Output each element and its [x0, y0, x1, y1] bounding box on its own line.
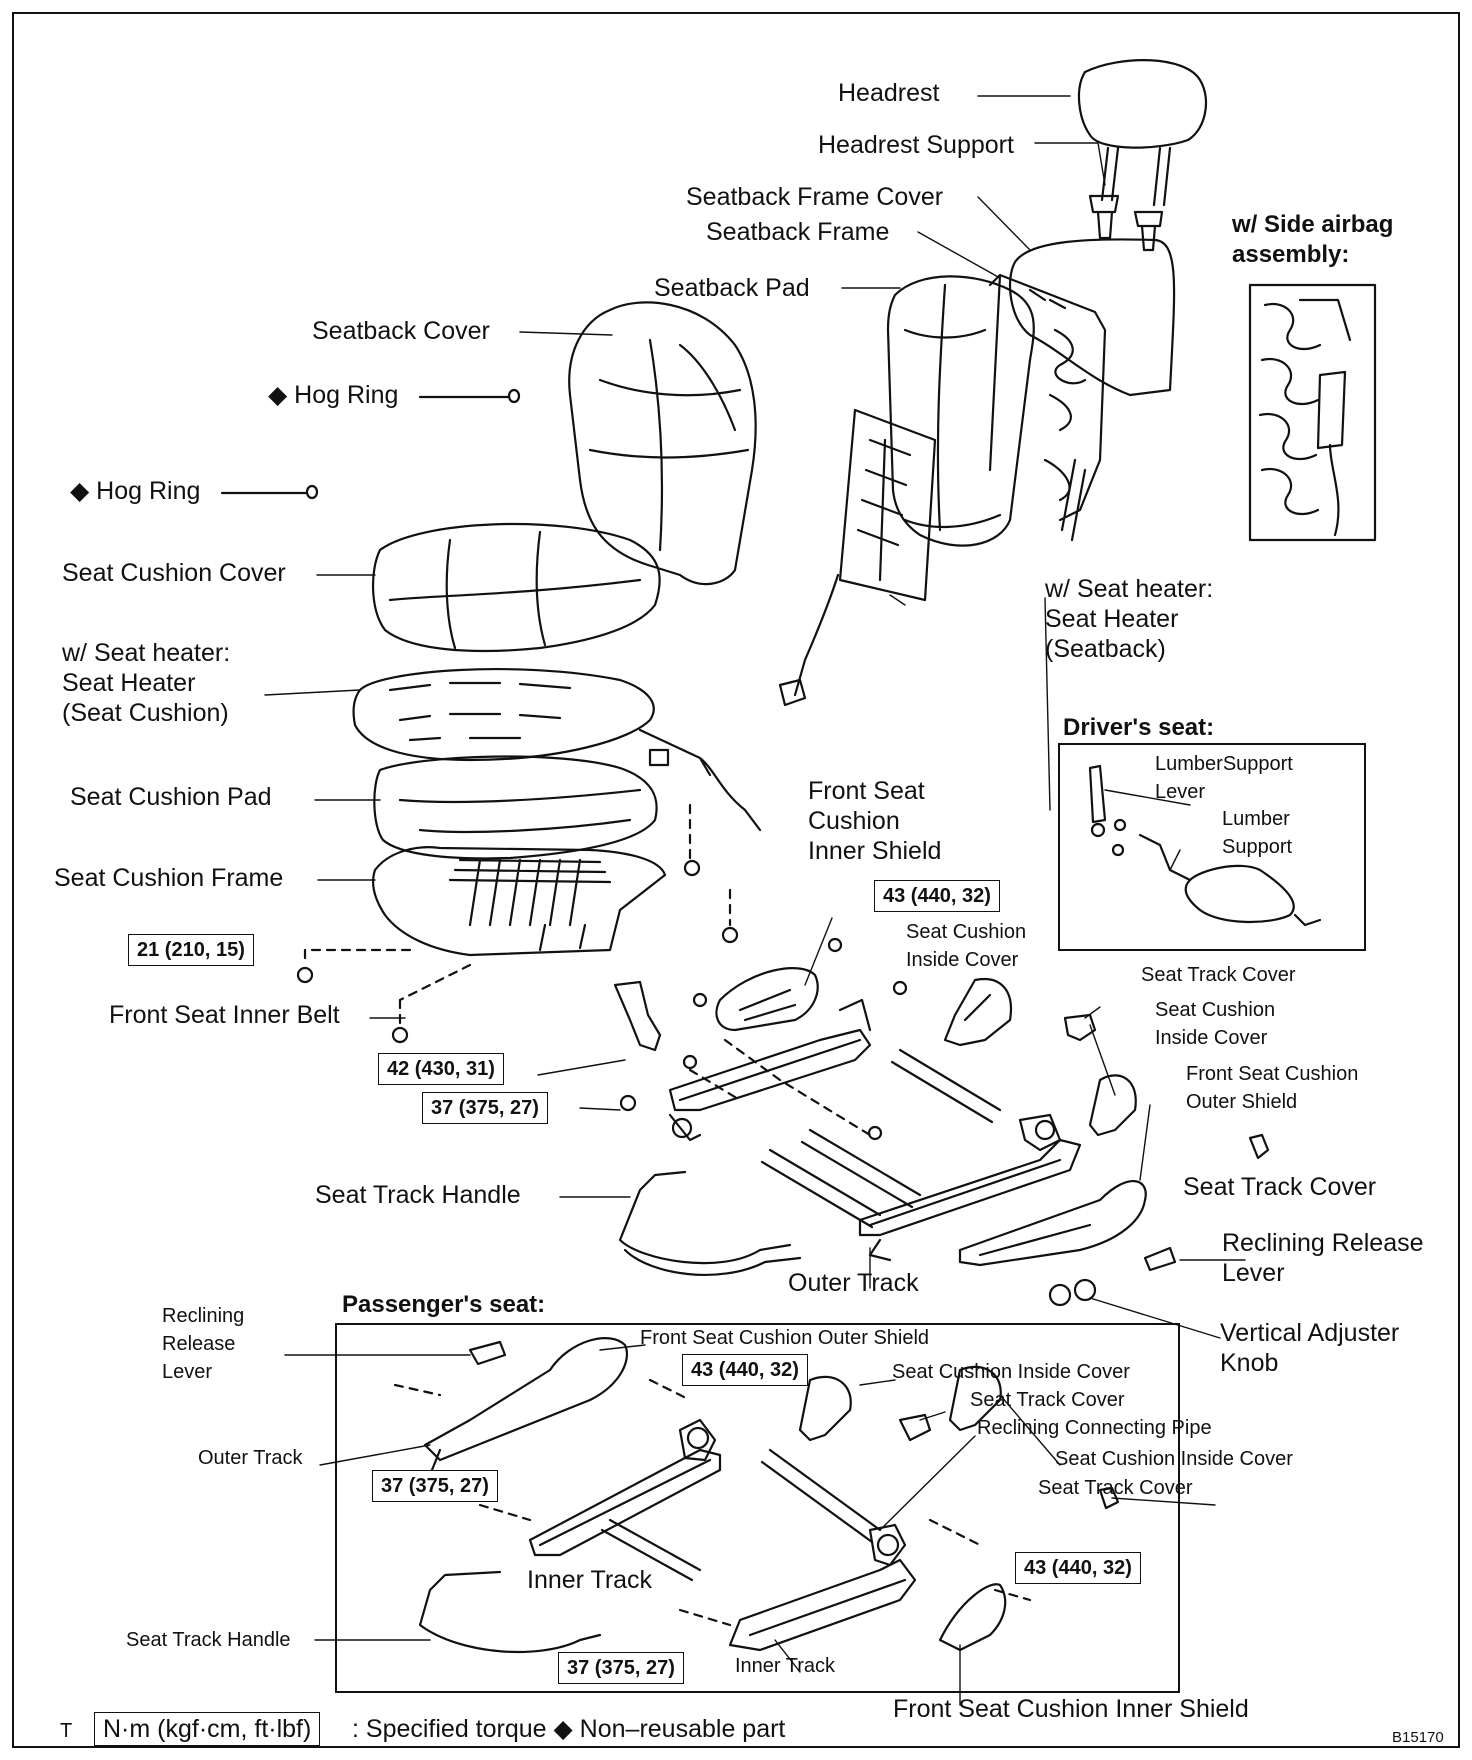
label-hog-ring-1: ◆ Hog Ring: [268, 381, 399, 409]
side-airbag-title: w/ Side airbag assembly:: [1232, 211, 1394, 268]
right-inside-cover-shape: [1088, 1074, 1137, 1137]
label-front-seat-cushion-inner-shield: Front Seat Cushion Inner Shield: [808, 777, 942, 865]
inner-belt-shape: [613, 980, 662, 1052]
label-p-inner-track-2: Inner Track: [735, 1655, 836, 1677]
outer-shield-shape: [958, 1180, 1147, 1267]
driver-track-shapes: [668, 998, 1082, 1262]
label-seat-track-cover-b: Seat Track Cover: [1183, 1173, 1377, 1201]
lumbar-drawing: [1088, 764, 1322, 927]
label-lumber-support: Lumber Support: [1222, 808, 1293, 858]
label-p-front-seat-cushion-inner-shield: Front Seat Cushion Inner Shield: [893, 1695, 1249, 1723]
label-p-seat-track-handle: Seat Track Handle: [126, 1629, 291, 1651]
label-seat-heater-seatback: w/ Seat heater: Seat Heater (Seatback): [1045, 575, 1214, 663]
seatback-frame-shape: [988, 273, 1107, 542]
label-outer-track: Outer Track: [788, 1269, 919, 1297]
pipe-shapes: [760, 1048, 1002, 1229]
headrest-support-shapes: [1088, 194, 1164, 252]
label-headrest: Headrest: [838, 79, 940, 107]
label-p-front-seat-cushion-outer-shield: Front Seat Cushion Outer Shield: [640, 1327, 930, 1349]
label-headrest-support: Headrest Support: [818, 131, 1014, 159]
label-seatback-pad: Seatback Pad: [654, 274, 810, 302]
seat-track-handle-shape: [618, 1170, 802, 1277]
label-seat-track-cover-a: Seat Track Cover: [1141, 964, 1296, 986]
passengers-seat-title: Passenger's seat:: [342, 1291, 546, 1318]
legend-text: : Specified torque ◆ Non–reusable part: [352, 1715, 786, 1743]
torque-box-37-top: 37 (375, 27): [422, 1092, 548, 1124]
label-seatback-cover: Seatback Cover: [312, 317, 490, 345]
torque-box-42: 42 (430, 31): [378, 1053, 504, 1085]
label-p-reclining-release-lever: Reclining Release Lever: [162, 1305, 245, 1383]
inner-shield-shape: [715, 967, 819, 1032]
label-seat-cushion-inside-cover-b: Seat Cushion Inside Cover: [1155, 999, 1276, 1049]
torque-box-37-pass-b: 37 (375, 27): [558, 1652, 684, 1684]
label-p-seat-track-cover-2: Seat Track Cover: [1038, 1477, 1193, 1499]
label-p-reclining-connecting-pipe: Reclining Connecting Pipe: [977, 1417, 1212, 1439]
torque-box-37-pass-a: 37 (375, 27): [372, 1470, 498, 1502]
seat-track-cover-shape: [1063, 1013, 1097, 1042]
torque-box-21: 21 (210, 15): [128, 934, 254, 966]
label-seatback-frame: Seatback Frame: [706, 218, 890, 246]
seatback-heater-shape: [778, 408, 937, 707]
driver-seat-panel: [1058, 743, 1366, 951]
label-lumber-support-lever: LumberSupport Lever: [1155, 753, 1293, 803]
legend-t-marker: T: [60, 1720, 73, 1742]
bolt-shapes: [296, 859, 908, 1141]
torque-box-43-pass-b: 43 (440, 32): [1015, 1552, 1141, 1584]
label-seat-cushion-pad: Seat Cushion Pad: [70, 783, 272, 811]
label-seatback-frame-cover: Seatback Frame Cover: [686, 183, 944, 211]
seat-cushion-pad-shape: [373, 755, 658, 860]
figure-id: B15170: [1392, 1729, 1444, 1746]
right-track-cover-shape: [1248, 1133, 1270, 1160]
label-p-seat-cushion-inside-cover-2: Seat Cushion Inside Cover: [1055, 1448, 1293, 1470]
diagram-frame: [12, 12, 1460, 1748]
hog-ring-shapes: [220, 388, 521, 500]
bolt-leader-lines: [303, 803, 872, 1137]
seatback-pad-shape: [886, 275, 1035, 547]
label-seat-cushion-cover: Seat Cushion Cover: [62, 559, 286, 587]
torque-box-43-top: 43 (440, 32): [874, 880, 1000, 912]
seatback-frame-cover-shape: [1008, 238, 1176, 397]
torque-box-43-pass-a: 43 (440, 32): [682, 1354, 808, 1386]
legend-unit-box: N·m (kgf·cm, ft·lbf): [94, 1712, 321, 1746]
label-p-seat-track-cover-1: Seat Track Cover: [970, 1389, 1125, 1411]
passenger-parts-drawing: [418, 1337, 1120, 1654]
label-seat-heater-cushion: w/ Seat heater: Seat Heater (Seat Cushio…: [62, 639, 231, 727]
drivers-seat-title: Driver's seat:: [1063, 714, 1215, 741]
seatback-cover-shape: [568, 301, 757, 586]
label-hog-ring-2: ◆ Hog Ring: [70, 477, 201, 505]
label-p-seat-cushion-inside-cover-1: Seat Cushion Inside Cover: [892, 1361, 1130, 1383]
label-seat-cushion-inside-cover-a: Seat Cushion Inside Cover: [906, 921, 1027, 971]
reclining-lever-shape: [1143, 1246, 1177, 1272]
passenger-leader-lines: [393, 1378, 1032, 1627]
headrest-shape: [1077, 59, 1208, 207]
knob-shapes: [1048, 1278, 1097, 1307]
seat-cushion-frame-shape: [371, 846, 667, 957]
passenger-seat-panel: [335, 1323, 1180, 1693]
label-reclining-release-lever: Reclining Release Lever: [1222, 1229, 1424, 1287]
seat-cushion-cover-shape: [372, 522, 661, 653]
label-front-seat-cushion-outer-shield: Front Seat Cushion Outer Shield: [1186, 1063, 1359, 1113]
seat-cushion-heater-shape: [352, 668, 762, 832]
label-vertical-adjuster-knob: Vertical Adjuster Knob: [1220, 1319, 1400, 1377]
label-seat-cushion-frame: Seat Cushion Frame: [54, 864, 284, 892]
label-p-outer-track: Outer Track: [198, 1447, 303, 1469]
side-airbag-drawing: [1248, 283, 1377, 542]
label-front-seat-inner-belt: Front Seat Inner Belt: [109, 1001, 340, 1029]
label-p-inner-track-1: Inner Track: [527, 1566, 653, 1594]
inside-cover-shape: [943, 977, 1013, 1047]
label-seat-track-handle: Seat Track Handle: [315, 1181, 521, 1209]
callout-leader-lines: [264, 95, 1246, 1706]
